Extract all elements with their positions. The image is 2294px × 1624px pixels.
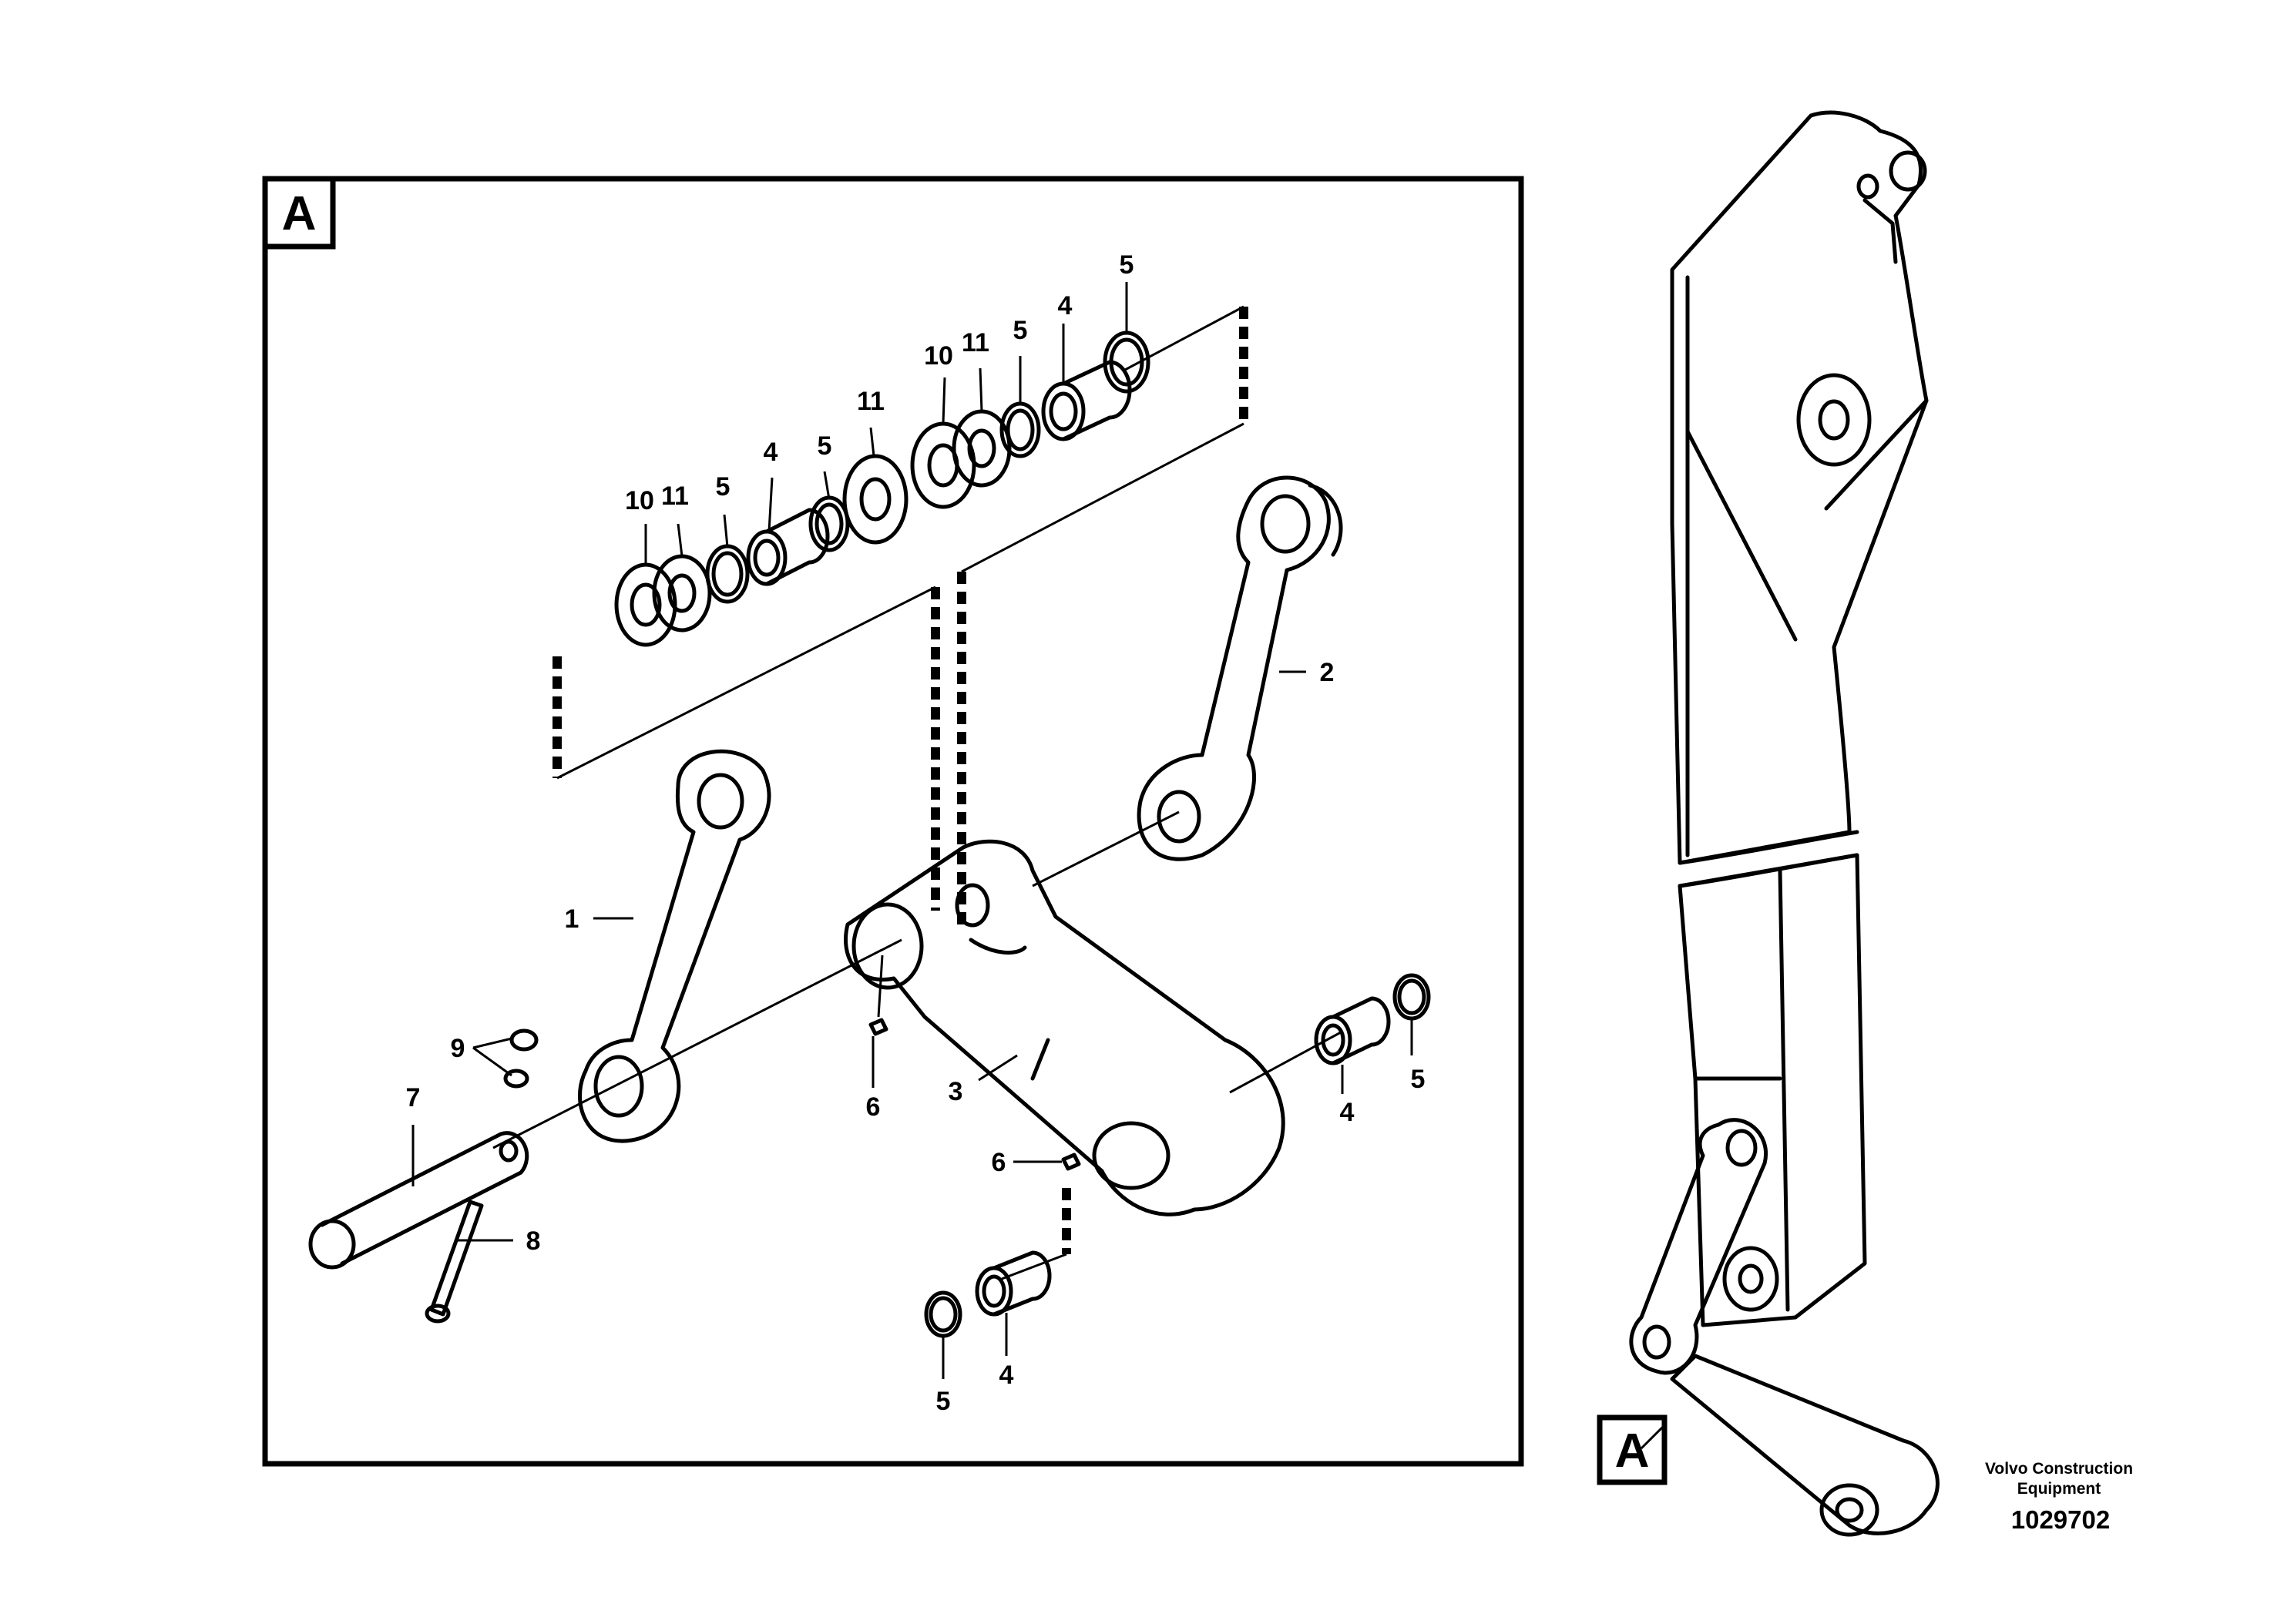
callout-4: 4 (764, 438, 778, 467)
link-hole (1725, 1129, 1758, 1167)
detail-frame: A (262, 176, 1524, 1467)
callout-5: 5 (1013, 316, 1028, 345)
arm-top-pin (1889, 150, 1927, 192)
callout-5: 5 (1120, 250, 1134, 280)
callout-10: 10 (625, 486, 654, 515)
assembly-guides (553, 307, 1248, 1254)
washer-icon (842, 454, 909, 545)
callout-4: 4 (999, 1361, 1014, 1390)
callout-7: 7 (406, 1083, 421, 1112)
ring-seal-icon (705, 544, 750, 604)
callout-6: 6 (992, 1148, 1006, 1177)
axis-line-top (1124, 305, 1244, 371)
axis-line-main-pin (492, 938, 902, 1149)
washer-icon (614, 562, 677, 647)
arm-lower-body (1678, 853, 1867, 1327)
callout-3: 3 (949, 1077, 963, 1106)
manufacturer-line-2: Equipment (2017, 1480, 2101, 1498)
drawing-number: 1029702 (2011, 1505, 2110, 1534)
detail-border (262, 176, 1524, 1467)
ring-seal-icon (1103, 331, 1150, 394)
callout-5: 5 (716, 472, 731, 502)
callout-4: 4 (1058, 291, 1073, 320)
arm-bucket-pivot (1722, 1246, 1779, 1312)
axis-line-link2 (1032, 810, 1180, 887)
grease-nipple-icon (868, 955, 1081, 1171)
h-link-icon (844, 839, 1285, 1216)
arm-pivot (1796, 373, 1872, 467)
ring-seal-icon (808, 495, 850, 552)
overview-label: A (1615, 1424, 1650, 1478)
callout-5: 5 (1411, 1065, 1426, 1094)
bushing-icon (1314, 996, 1391, 1065)
ring-seal-icon (924, 1290, 962, 1338)
callout-2: 2 (1320, 658, 1335, 687)
bushing-icon (746, 508, 830, 586)
footer: Volvo Construction Equipment 1029702 (1985, 1460, 2133, 1534)
axis-line-bushing-lower (1001, 1253, 1067, 1280)
callout-9: 9 (451, 1034, 465, 1063)
callout-5: 5 (818, 431, 832, 461)
bolt-icon (425, 1200, 484, 1324)
callout-5: 5 (936, 1387, 951, 1416)
axis-lines (492, 305, 1342, 1280)
callout-6: 6 (866, 1092, 881, 1122)
detail-label-box (262, 176, 336, 250)
arm-break-line (1678, 830, 1859, 865)
arm-pivot-hole (1818, 399, 1850, 441)
detail-label: A (282, 187, 317, 240)
arm-upper-crease (1824, 398, 1929, 511)
arm-top-hole (1856, 173, 1879, 200)
h-link-pivot-hole (1835, 1497, 1864, 1523)
arm-lower-crease (1778, 868, 1790, 1312)
h-link-pivot (1819, 1483, 1879, 1537)
callout-11: 11 (962, 328, 989, 357)
upper-bushing-stack (614, 331, 1150, 647)
callout-4: 4 (1340, 1098, 1355, 1127)
arm-overview: A (1597, 110, 1940, 1537)
axis-line-upper-right (961, 422, 1244, 573)
washer-icon (910, 421, 976, 509)
callout-10: 10 (924, 341, 953, 371)
bushing-icon (975, 1250, 1052, 1317)
link-arm-icon (1137, 475, 1343, 861)
washer-icon (652, 554, 712, 632)
bushing-icon (1041, 360, 1132, 441)
arm-upper-body (1670, 110, 1929, 865)
link-arm-icon (1629, 1118, 1768, 1375)
pin-icon (308, 1131, 529, 1270)
callout-8: 8 (526, 1226, 541, 1256)
link-arm-icon (578, 749, 771, 1143)
arm-bucket-pivot-hole (1738, 1263, 1764, 1294)
ring-seal-icon (1392, 973, 1431, 1021)
callout-1: 1 (565, 904, 579, 934)
axis-line-upper-left (556, 586, 936, 780)
callout-numbers: 10 11 5 4 5 11 10 11 5 4 5 2 1 3 4 5 6 6… (406, 250, 1426, 1416)
nut-icon (503, 1028, 539, 1089)
ring-seal-icon (999, 401, 1041, 458)
h-link-icon (1670, 1354, 1940, 1535)
arm-hook (1862, 198, 1898, 264)
overview-leader (1640, 1424, 1666, 1450)
link-hole (1642, 1324, 1671, 1360)
callout-11: 11 (857, 387, 885, 416)
arm-upper-crease (1685, 429, 1798, 642)
overview-label-box (1597, 1414, 1668, 1485)
manufacturer-line-1: Volvo Construction (1985, 1460, 2133, 1478)
callout-11: 11 (661, 481, 689, 511)
callout-leaders (411, 282, 1413, 1379)
